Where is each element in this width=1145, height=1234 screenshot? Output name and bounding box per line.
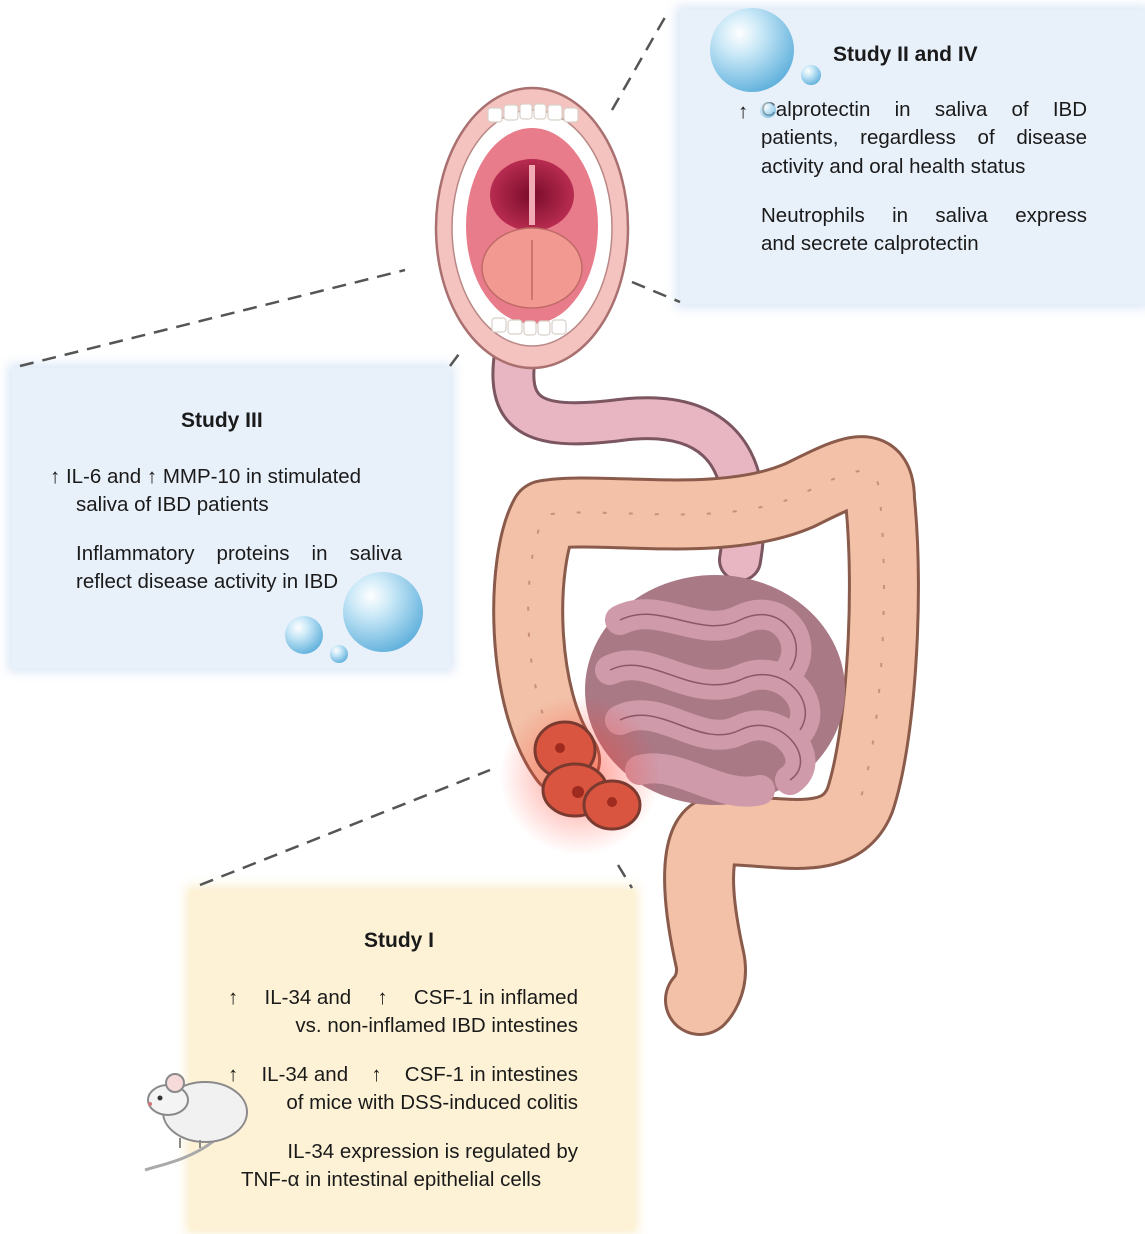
connector-study3-right [450,350,462,366]
droplet-icon [801,65,821,85]
connector-study1-left [200,770,490,885]
droplet-icon [285,616,323,654]
mouse-icon [145,1074,247,1170]
connector-study3-top [20,270,405,366]
droplet-icon [710,8,794,92]
droplet-icon [760,102,776,118]
mouth-icon [436,88,628,368]
inflamed-region [500,695,660,855]
connector-mouth-bottom [632,282,680,302]
connector-mouth-top [612,12,668,110]
droplet-icon [330,645,348,663]
droplet-icon [343,572,423,652]
connector-study1-right [618,865,632,888]
